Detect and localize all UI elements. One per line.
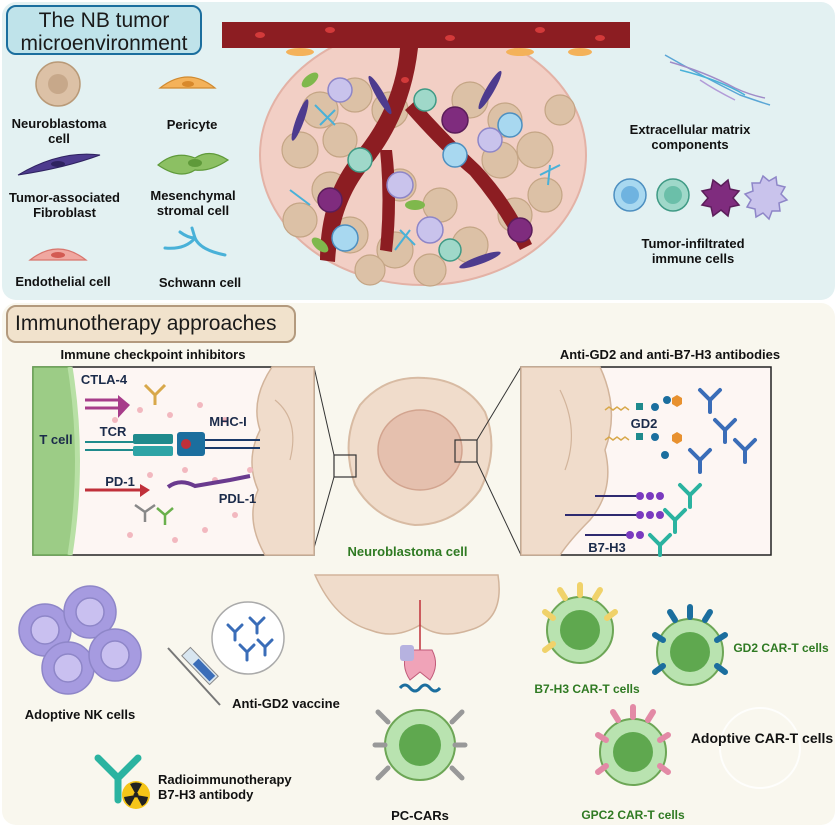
gpc2-car-t-cell-icon (595, 704, 671, 786)
extracellular-matrix-icon (664, 54, 771, 106)
fibroblast-icon (17, 153, 101, 176)
central-neuroblastoma-cell (311, 366, 522, 556)
label-t-cell: T cell (39, 432, 73, 447)
label-schwann-cell: Schwann cell (158, 275, 242, 290)
label-adoptive-car-t-cells: Adoptive CAR-T cells (690, 730, 834, 746)
heading-antibodies: Anti-GD2 and anti-B7-H3 antibodies (559, 347, 781, 362)
label-b7h3: B7-H3 (588, 540, 626, 555)
label-gd2-car-t: GD2 CAR-T cells (733, 641, 829, 655)
neuroblastoma-cell-icon (35, 61, 81, 107)
antibody-inset (520, 366, 772, 557)
label-anti-gd2-vaccine: Anti-GD2 vaccine (232, 696, 340, 711)
label-pericyte: Pericyte (166, 117, 218, 132)
label-ctla4: CTLA-4 (80, 372, 128, 387)
immune-cells-icon (613, 174, 789, 221)
label-tcr: TCR (99, 424, 127, 439)
label-central-nb-cell: Neuroblastoma cell (347, 544, 468, 559)
pericyte-icon (158, 76, 217, 89)
label-pd1: PD-1 (105, 474, 135, 489)
gd2-car-t-cell-icon (652, 604, 728, 686)
label-pdl1: PDL-1 (218, 491, 257, 506)
radio-antibody-icon (94, 754, 150, 809)
heading-checkpoint-inhibitors: Immune checkpoint inhibitors (60, 347, 246, 362)
watermark-circle (719, 707, 801, 789)
nk-cells-icon (18, 585, 142, 695)
tumor-mass-illustration (222, 22, 630, 287)
checkpoint-inset (32, 366, 315, 556)
b7h3-car-t-cell-icon (542, 582, 618, 664)
label-mhc-i: MHC-I (209, 414, 247, 429)
label-b7h3-car-t: B7-H3 CAR-T cells (534, 682, 640, 696)
label-gpc2-car-t: GPC2 CAR-T cells (581, 808, 685, 822)
mesenchymal-stromal-cell-icon (157, 152, 230, 175)
tumor-cell-fragment (313, 574, 500, 635)
schwann-cell-icon (163, 226, 227, 257)
panel-title-microenvironment: The NB tumor microenvironment (6, 5, 202, 55)
endothelial-cell-icon (28, 248, 88, 261)
label-endothelial-cell: Endothelial cell (15, 274, 111, 289)
label-gd2: GD2 (630, 416, 658, 431)
pc-car-t-cell-icon (372, 600, 468, 781)
label-pc-cars: PC-CARs (391, 808, 449, 823)
label-adoptive-nk-cells: Adoptive NK cells (24, 707, 136, 722)
panel-title-immunotherapy: Immunotherapy approaches (6, 305, 296, 343)
vaccine-syringe-icon (167, 601, 285, 706)
